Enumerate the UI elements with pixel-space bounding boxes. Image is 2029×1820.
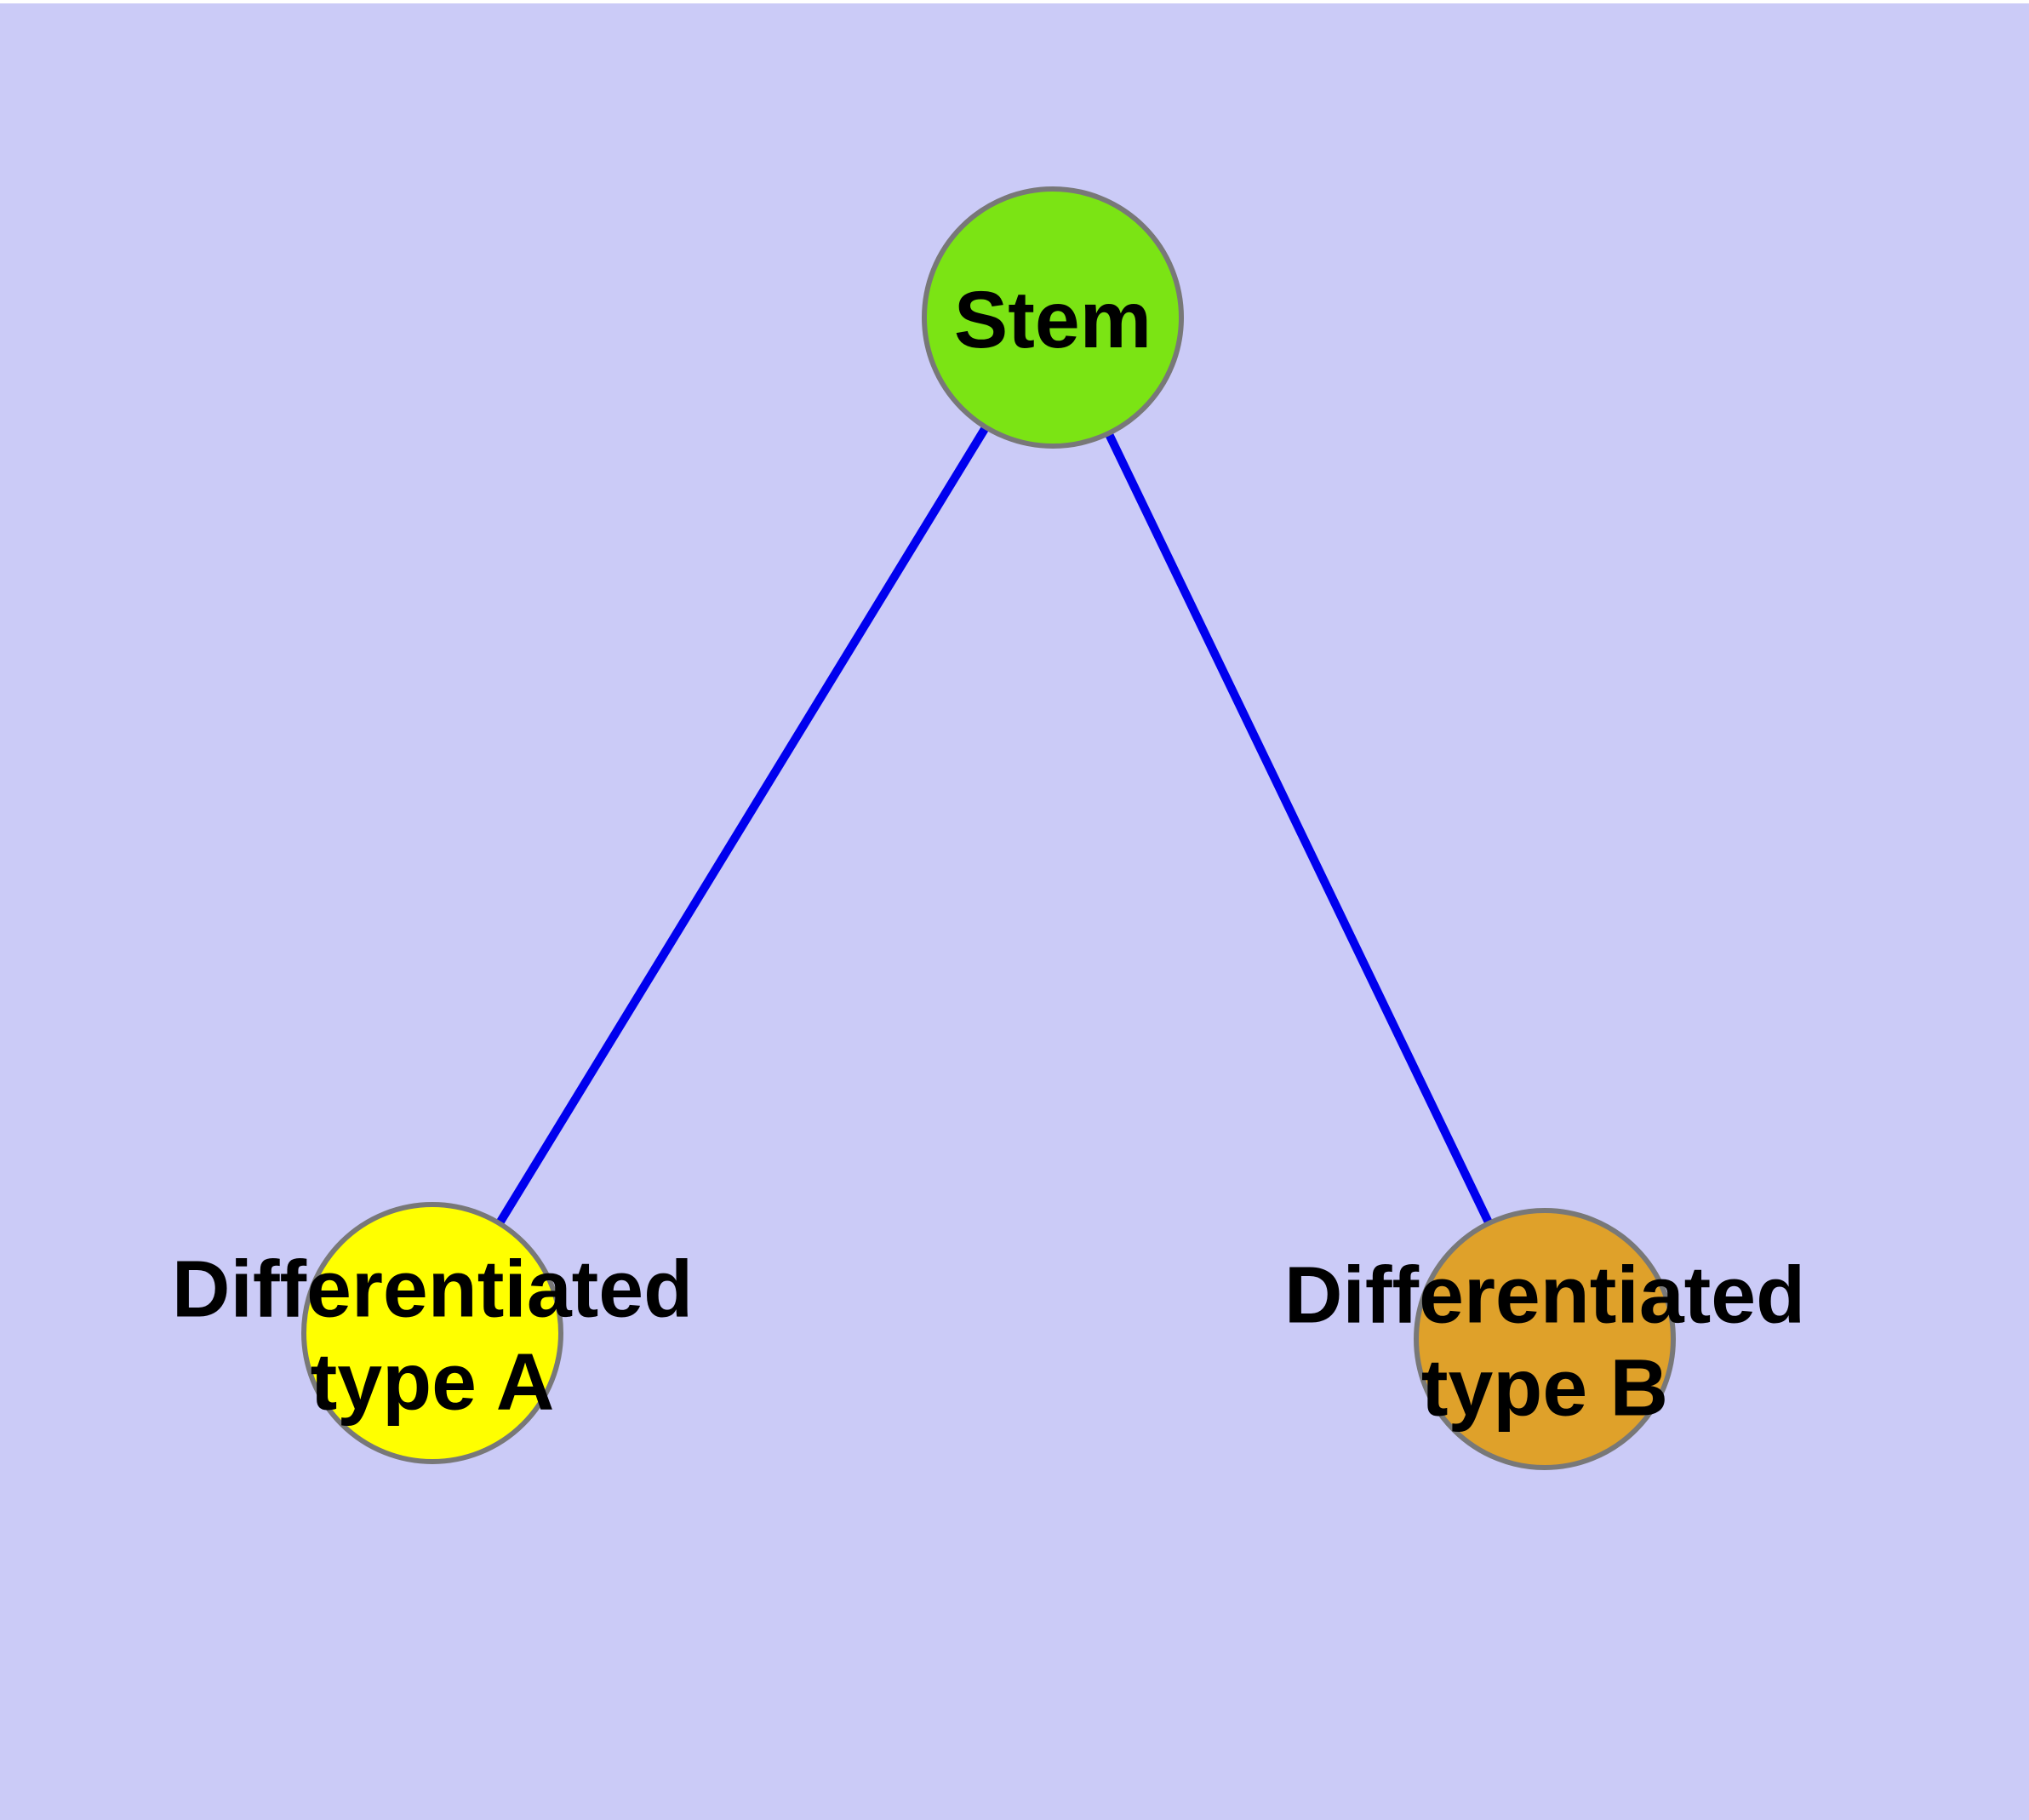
node-stem: Stem xyxy=(922,186,1184,449)
edge-stem-to-differentiated-type-b xyxy=(1049,315,1549,1342)
node-circle-differentiated-type-a xyxy=(301,1202,563,1464)
node-circle-differentiated-type-b xyxy=(1414,1208,1676,1470)
node-label-stem: Stem xyxy=(954,275,1152,365)
edges-layer xyxy=(428,315,1549,1342)
edge-stem-to-differentiated-type-a xyxy=(428,315,1057,1336)
node-circle-stem xyxy=(922,186,1184,449)
